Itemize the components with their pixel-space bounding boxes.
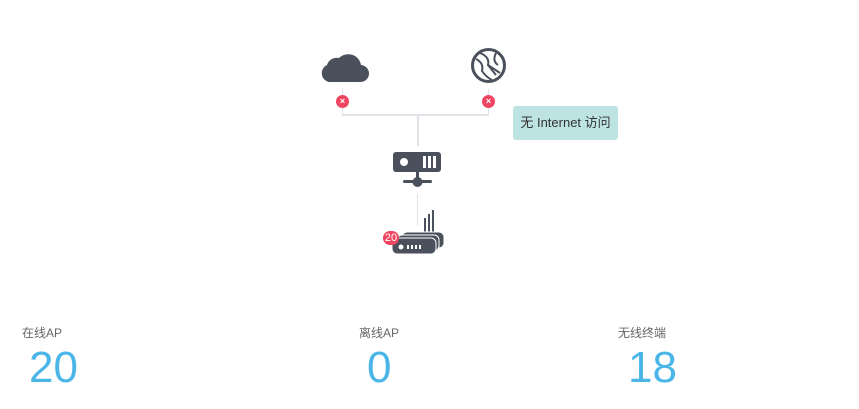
connector-line bbox=[417, 194, 418, 226]
online-ap-value[interactable]: 20 bbox=[29, 343, 78, 392]
globe-icon[interactable] bbox=[470, 47, 507, 84]
access-point-icon[interactable] bbox=[390, 210, 446, 255]
cloud-icon[interactable] bbox=[319, 50, 369, 83]
no-internet-tooltip: 无 Internet 访问 bbox=[513, 106, 618, 140]
online-ap-label: 在线AP bbox=[22, 326, 63, 340]
offline-ap-value[interactable]: 0 bbox=[367, 343, 392, 392]
offline-ap-label: 离线AP bbox=[359, 326, 400, 340]
wireless-clients-value[interactable]: 18 bbox=[628, 343, 677, 392]
gateway-icon[interactable] bbox=[393, 152, 442, 190]
connector-line bbox=[417, 114, 419, 146]
cloud-error-badge: × bbox=[336, 95, 349, 108]
ap-count-badge: 20 bbox=[383, 231, 399, 245]
connector-line bbox=[342, 114, 489, 116]
wireless-clients-label: 无线终端 bbox=[618, 326, 667, 340]
internet-error-badge: × bbox=[482, 95, 495, 108]
